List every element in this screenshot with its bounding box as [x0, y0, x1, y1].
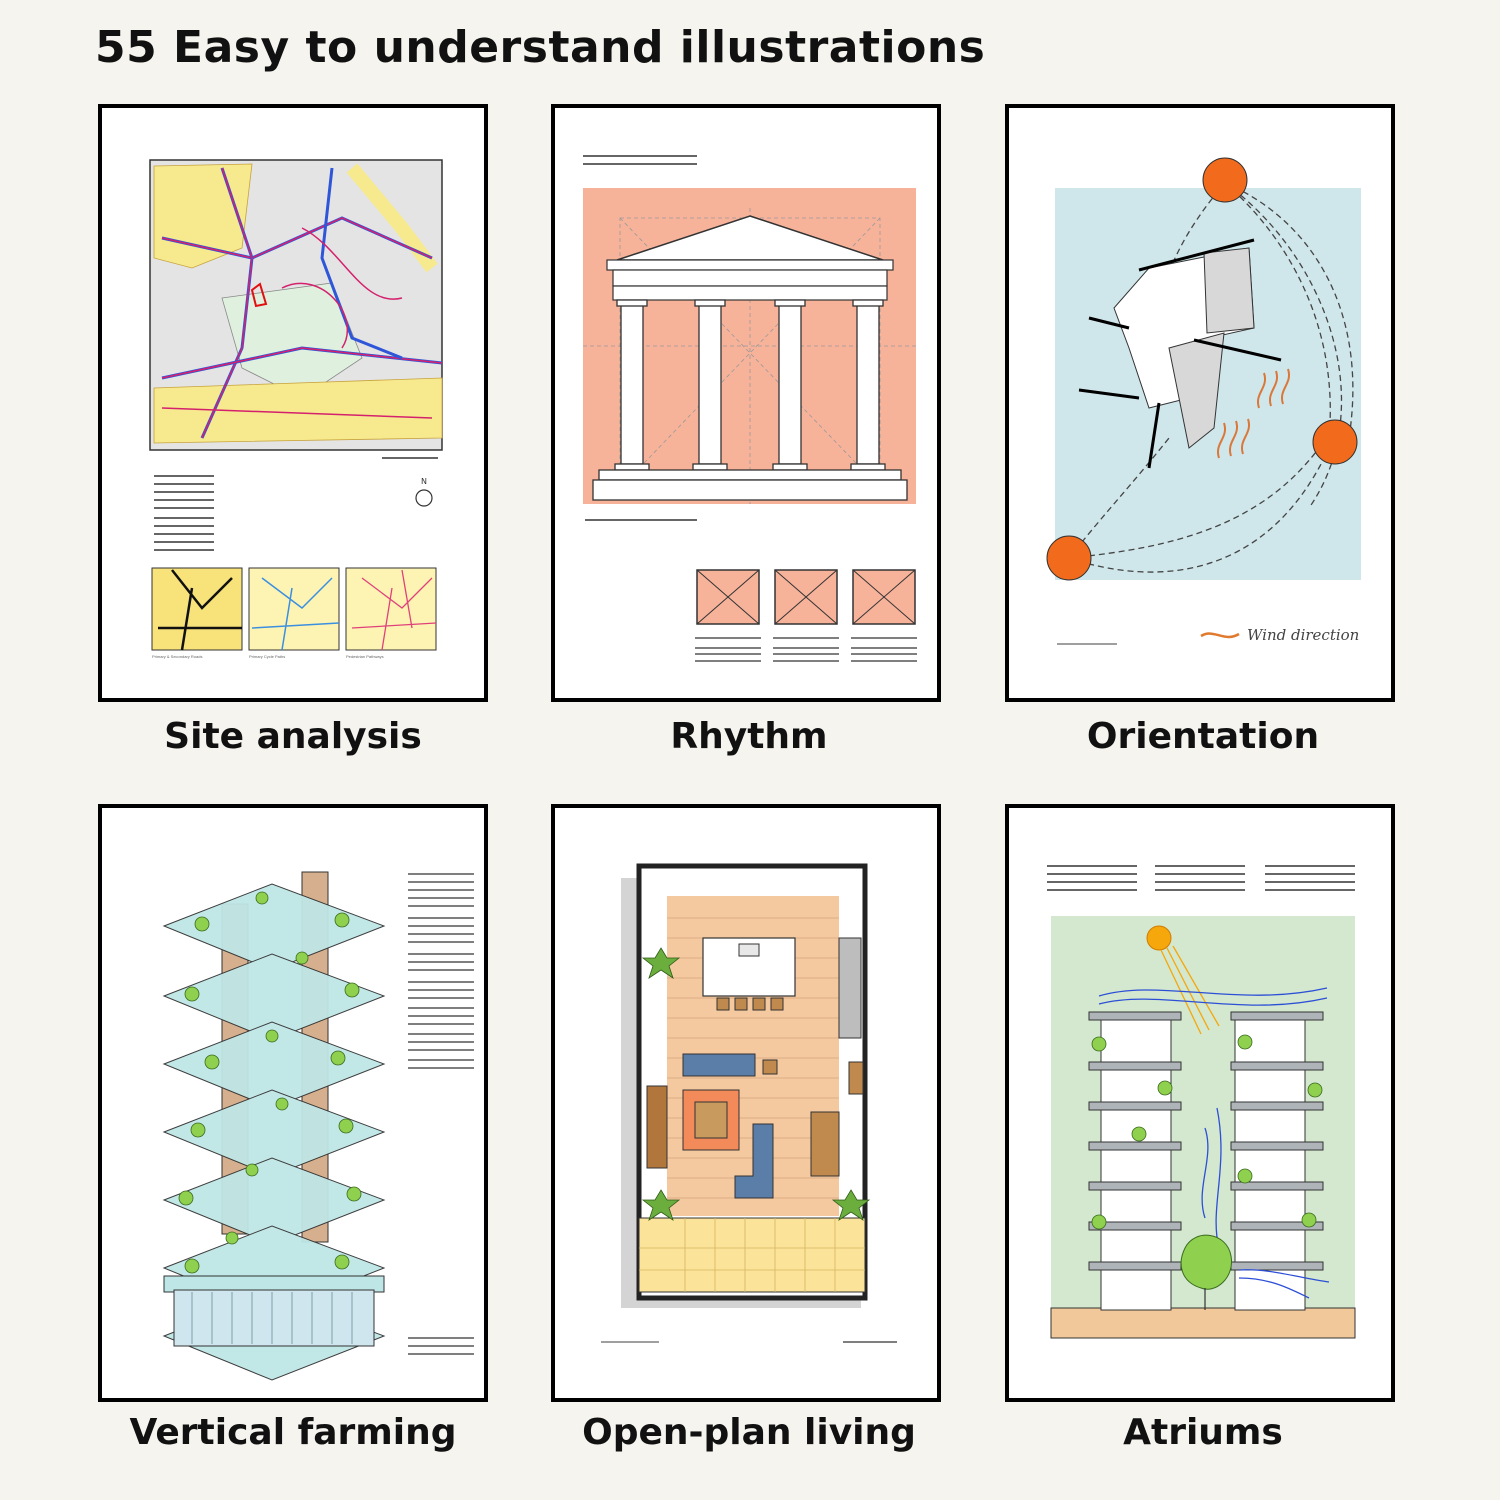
label-atriums: Atriums: [1123, 1412, 1283, 1453]
vertical-farming-illustration: [162, 871, 474, 1381]
card-site-analysis[interactable]: N Primary & Secondary Roads Primary Cycl…: [98, 104, 488, 702]
svg-text:N: N: [421, 477, 427, 486]
inset-label-cycle: Primary Cycle Paths: [249, 654, 286, 659]
inset-label-roads: Primary & Secondary Roads: [152, 654, 203, 659]
card-vertical-farming[interactable]: [98, 804, 488, 1402]
page-title: 55 Easy to understand illustrations: [95, 22, 986, 73]
orientation-illustration: [1046, 157, 1361, 645]
label-site-analysis: Site analysis: [164, 716, 422, 757]
atriums-illustration: [1047, 865, 1356, 1339]
label-open-plan-living: Open-plan living: [582, 1412, 916, 1453]
label-rhythm: Rhythm: [670, 716, 828, 757]
open-plan-living-illustration: [601, 863, 897, 1343]
card-open-plan-living[interactable]: [551, 804, 941, 1402]
card-rhythm[interactable]: [551, 104, 941, 702]
card-orientation[interactable]: Wind direction: [1005, 104, 1395, 702]
wind-direction-legend: Wind direction: [1247, 626, 1360, 644]
label-orientation: Orientation: [1086, 716, 1320, 757]
rhythm-illustration: [583, 155, 917, 662]
inset-label-pedestrian: Pedestrian Pathways: [346, 654, 384, 659]
label-vertical-farming: Vertical farming: [129, 1412, 457, 1453]
card-atriums[interactable]: [1005, 804, 1395, 1402]
site-analysis-illustration: N: [149, 159, 443, 651]
